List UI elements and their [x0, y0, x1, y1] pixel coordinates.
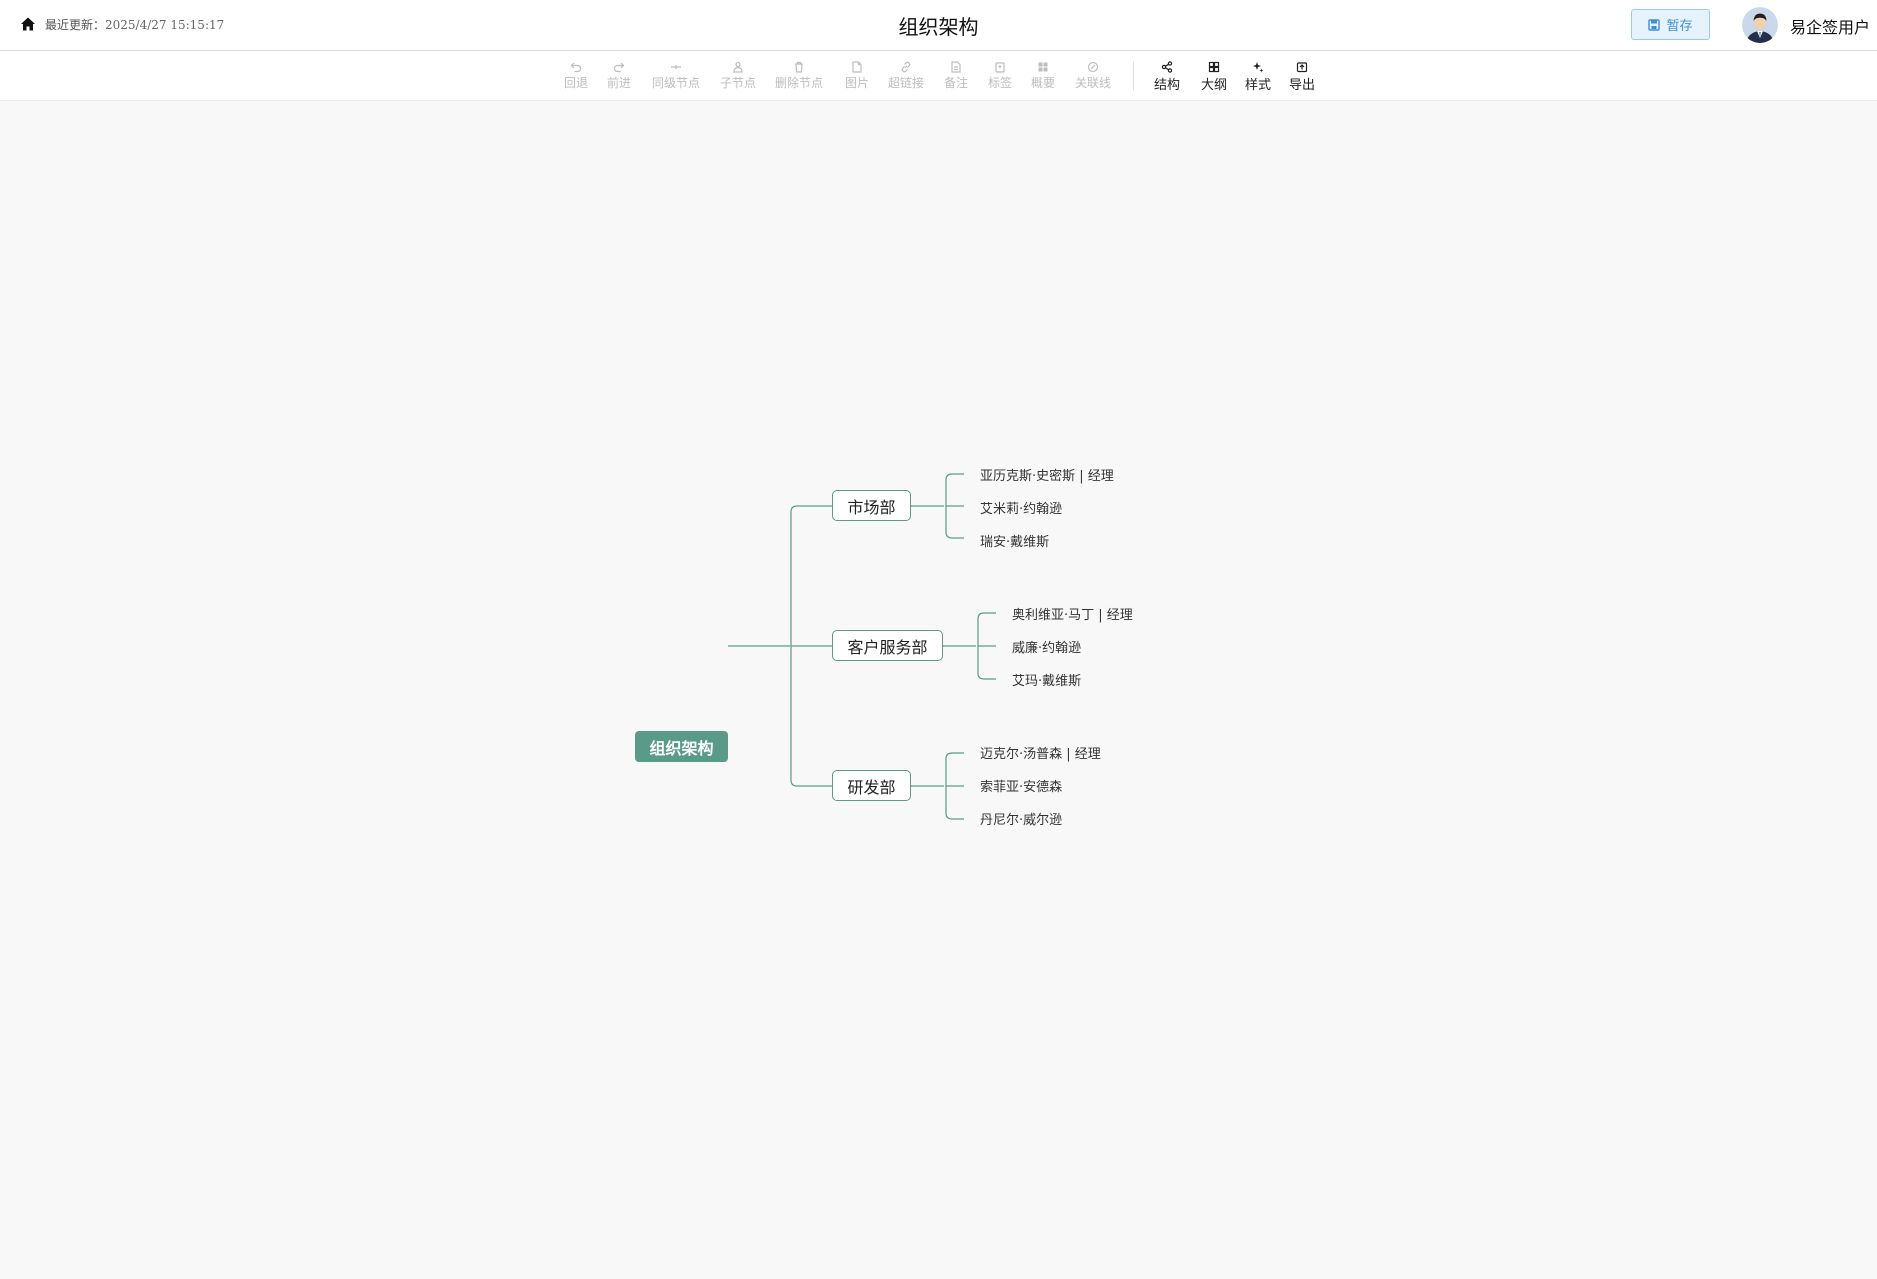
structure-icon: [1161, 61, 1173, 73]
structure-label: 结构: [1154, 78, 1181, 93]
member-node[interactable]: 迈克尔·汤普森 | 经理: [980, 747, 1101, 762]
link-icon: [901, 61, 911, 73]
member-node[interactable]: 艾玛·戴维斯: [1012, 674, 1082, 689]
hyperlink-label: 超链接: [888, 76, 925, 90]
username: 易企签用户: [1790, 18, 1871, 37]
note-label: 备注: [944, 76, 969, 90]
delete-node-label: 删除节点: [775, 76, 824, 90]
undo-label: 回退: [564, 76, 589, 90]
style-button[interactable]: 样式: [1245, 61, 1271, 93]
toolbar: 回退 前进 同级节点 子节点 删除节点 图片 超链接 备注 标签 概要 关联线: [0, 51, 1877, 101]
child-node-icon: [733, 61, 743, 73]
redo-icon: [613, 62, 625, 73]
member-node[interactable]: 奥利维亚·马丁 | 经理: [1012, 608, 1133, 623]
relation-line-label: 关联线: [1075, 76, 1112, 90]
outline-icon: [1208, 61, 1220, 73]
export-icon: [1296, 62, 1308, 73]
connector-rnd-members: [911, 752, 964, 820]
member-node[interactable]: 索菲亚·安德森: [980, 780, 1063, 795]
home-icon[interactable]: [20, 16, 36, 32]
tag-button[interactable]: 标签: [988, 61, 1012, 91]
undo-icon: [570, 62, 582, 73]
mindmap-root-node[interactable]: 组织架构: [635, 731, 728, 762]
outline-label: 大纲: [1201, 78, 1228, 93]
member-node[interactable]: 艾米莉·约翰逊: [980, 502, 1063, 517]
top-bar: 最近更新：2025/4/27 15:15:17 组织架构 暂存 易企签用户: [0, 0, 1877, 51]
delete-node-button[interactable]: 删除节点: [775, 61, 823, 91]
undo-button[interactable]: 回退: [564, 61, 588, 91]
last-updated-time: 2025/4/27 15:15:17: [105, 18, 225, 32]
outline-button[interactable]: 大纲: [1201, 61, 1227, 93]
style-label: 样式: [1245, 78, 1272, 93]
connector-service-members: [943, 612, 996, 680]
mindmap-canvas[interactable]: 组织架构 市场部 客户服务部 研发部 亚历克斯·史密斯 | 经理 艾米莉·约翰逊…: [0, 101, 1877, 1279]
member-node[interactable]: 亚历克斯·史密斯 | 经理: [980, 469, 1114, 484]
member-node[interactable]: 瑞安·戴维斯: [980, 535, 1050, 550]
dept-node-customer-service[interactable]: 客户服务部: [832, 630, 943, 661]
sibling-node-label: 同级节点: [652, 76, 701, 90]
tag-label: 标签: [988, 76, 1013, 90]
connector-market-members: [911, 473, 964, 539]
mindmap-connectors: [728, 473, 996, 820]
image-button[interactable]: 图片: [845, 61, 869, 91]
image-label: 图片: [845, 76, 870, 90]
relation-line-button[interactable]: 关联线: [1075, 61, 1111, 91]
summary-label: 概要: [1031, 76, 1056, 90]
hyperlink-button[interactable]: 超链接: [888, 61, 924, 91]
tag-icon: [995, 62, 1005, 73]
child-node-label: 子节点: [720, 76, 757, 90]
summary-icon: [1038, 62, 1048, 72]
export-button[interactable]: 导出: [1289, 61, 1315, 93]
save-draft-button[interactable]: 暂存: [1631, 9, 1710, 40]
redo-button[interactable]: 前进: [607, 61, 631, 91]
save-icon: [1648, 18, 1661, 31]
export-label: 导出: [1289, 78, 1316, 93]
user-avatar[interactable]: [1742, 7, 1778, 43]
sibling-node-button[interactable]: 同级节点: [652, 61, 700, 91]
toolbar-divider: [1133, 62, 1134, 90]
member-node[interactable]: 丹尼尔·威尔逊: [980, 813, 1063, 828]
dept-node-rnd[interactable]: 研发部: [832, 770, 911, 801]
image-icon: [852, 61, 862, 73]
last-updated-label: 最近更新：: [45, 18, 106, 32]
relation-line-icon: [1087, 61, 1099, 73]
sibling-node-icon: [671, 65, 681, 69]
summary-button[interactable]: 概要: [1031, 61, 1055, 91]
trash-icon: [795, 61, 803, 73]
member-node[interactable]: 威廉·约翰逊: [1012, 641, 1082, 656]
note-button[interactable]: 备注: [944, 61, 968, 91]
note-icon: [951, 61, 961, 73]
page-title: 组织架构: [898, 15, 979, 39]
redo-label: 前进: [607, 76, 632, 90]
child-node-button[interactable]: 子节点: [720, 61, 756, 91]
save-draft-label: 暂存: [1666, 19, 1693, 34]
last-updated: 最近更新：2025/4/27 15:15:17: [45, 16, 224, 33]
dept-node-market[interactable]: 市场部: [832, 490, 911, 521]
structure-button[interactable]: 结构: [1154, 61, 1180, 93]
sparkle-icon: [1253, 62, 1264, 73]
